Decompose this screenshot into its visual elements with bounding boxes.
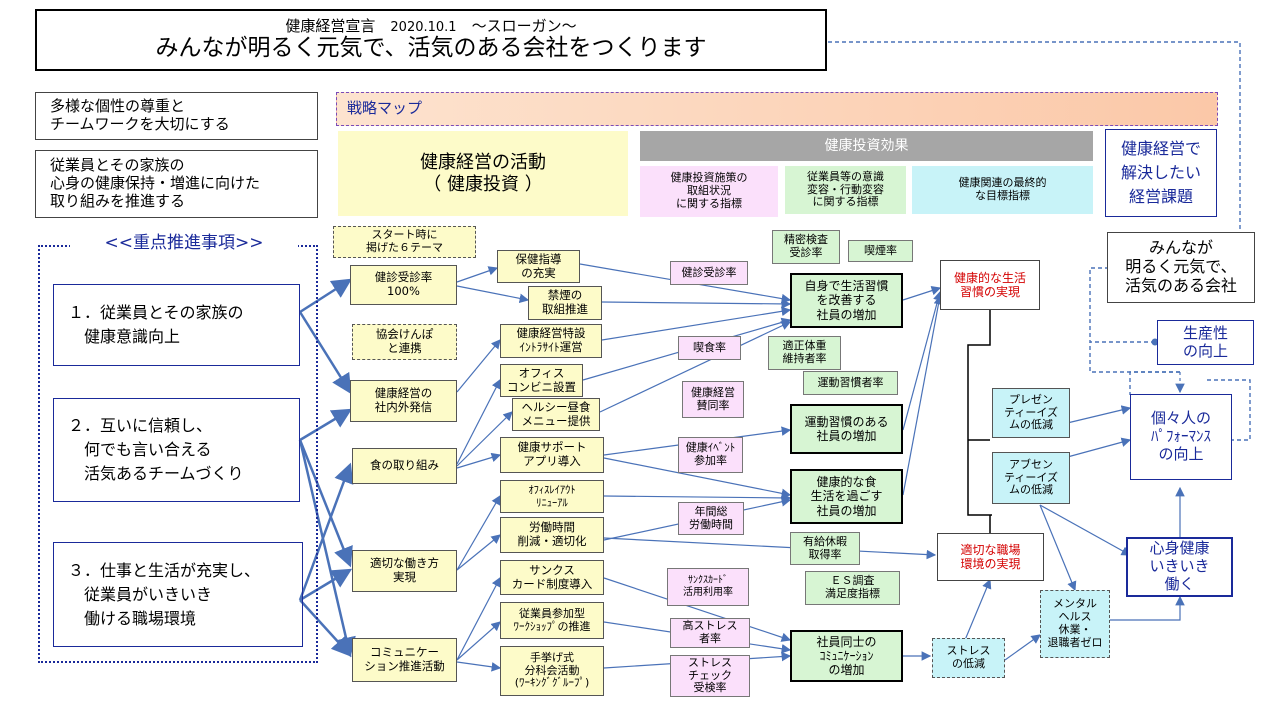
outcome-stress-reduction: ストレス の低減 bbox=[932, 638, 1005, 678]
section-issues: 健康経営で 解決したい 経営課題 bbox=[1105, 129, 1217, 217]
slogan-label: ～スローガン～ bbox=[471, 16, 577, 35]
section-effect: 健康投資効果 bbox=[640, 131, 1093, 161]
behavior-healthy-diet: 健康的な食 生活を過ごす 社員の増加 bbox=[790, 469, 903, 524]
outcome-mental-health: メンタル ヘルス 休業・ 退職者ゼロ bbox=[1040, 590, 1110, 658]
value-box-2: 従業員とその家族の 心身の健康保持・増進に向けた 取り組みを推進する bbox=[35, 150, 318, 218]
indicator-es-survey: ＥＳ調査 満足度指標 bbox=[805, 571, 900, 605]
theme-communication: コミュニケー ション推進活動 bbox=[352, 638, 457, 682]
measure-workshop: 従業員参加型 ﾜｰｸｼｮｯﾌﾟの推進 bbox=[500, 602, 604, 639]
indicator-exercise-habit: 運動習慣者率 bbox=[803, 371, 898, 395]
theme-kyokai-kenpo: 協会けんぽ と連携 bbox=[352, 324, 457, 360]
measure-working-hours: 労働時間 削減・適切化 bbox=[500, 517, 604, 553]
indicator-annual-hours: 年間総 労働時間 bbox=[678, 502, 744, 535]
effect-col-2: 従業員等の意識 変容・行動変容 に関する指標 bbox=[785, 166, 906, 214]
measure-no-smoking: 禁煙の 取組推進 bbox=[528, 286, 602, 320]
outcome-workplace: 適切な職場 環境の実現 bbox=[937, 533, 1044, 581]
goal-productivity: 生産性 の向上 bbox=[1157, 320, 1254, 365]
measure-health-app: 健康サポート アプリ導入 bbox=[500, 437, 604, 473]
effect-col-1: 健康投資施策の 取組状況 に関する指標 bbox=[640, 166, 778, 217]
indicator-paid-leave: 有給休暇 取得率 bbox=[790, 532, 860, 565]
indicator-proper-weight: 適正体重 維持者率 bbox=[768, 336, 841, 370]
value-box-1: 多様な個性の尊重と チームワークを大切にする bbox=[35, 92, 318, 140]
indicator-event-participation: 健康ｲﾍﾞﾝﾄ 参加率 bbox=[678, 437, 743, 473]
strategy-map-label: 戦略マップ bbox=[347, 99, 423, 118]
section-activity: 健康経営の活動 （ 健康投資 ） bbox=[338, 131, 628, 216]
theme-work-style: 適切な働き方 実現 bbox=[352, 550, 457, 592]
indicator-smoking-rate: 喫煙率 bbox=[848, 240, 913, 262]
behavior-lifestyle-improvement: 自身で生活習慣 を改善する 社員の増加 bbox=[790, 273, 903, 328]
outcome-bracket bbox=[967, 310, 992, 535]
indicator-checkup-rate: 健診受診率 bbox=[670, 261, 748, 285]
indicator-detail-exam: 精密検査 受診率 bbox=[772, 230, 840, 264]
theme-checkup-rate: 健診受診率 100% bbox=[350, 265, 457, 305]
priority-title: <<重点推進事項>> bbox=[70, 231, 298, 255]
measure-healthy-lunch: ヘルシー昼食 メニュー提供 bbox=[512, 398, 600, 431]
priority-item-3: ３．仕事と生活が充実し、 従業員がいきいき 働ける職場環境 bbox=[53, 542, 303, 647]
indicator-high-stress: 高ストレス 者率 bbox=[670, 618, 750, 648]
declaration-title: 健康経営宣言 bbox=[285, 16, 376, 35]
indicator-approval-rate: 健康経営 賛同率 bbox=[682, 381, 744, 418]
feedback-dashed-lines bbox=[828, 41, 1251, 441]
measure-subcommittee: 手挙げ式 分科会活動 (ﾜｰｷﾝｸﾞｸﾞﾙｰﾌﾟ) bbox=[500, 646, 604, 696]
theme-communication-outside: 健康経営の 社内外発信 bbox=[350, 380, 457, 422]
indicator-thanks-card-usage: ｻﾝｸｽｶｰﾄﾞ 活用利用率 bbox=[667, 568, 749, 606]
start-themes-label: スタート時に 掲げた６テーマ bbox=[333, 226, 476, 258]
goal-lively-company: みんなが 明るく元気で、 活気のある会社 bbox=[1107, 232, 1255, 303]
behavior-exercise-habit: 運動習慣のある 社員の増加 bbox=[790, 404, 903, 454]
theme-food: 食の取り組み bbox=[352, 448, 457, 484]
goal-wellbeing: 心身健康 いきいき 働く bbox=[1126, 537, 1233, 597]
measure-thanks-card: サンクス カード制度導入 bbox=[500, 560, 604, 595]
priority-item-2: ２．互いに信頼し、 何でも言い合える 活気あるチームづくり bbox=[53, 398, 300, 502]
indicator-stress-check: ストレス チェック 受検率 bbox=[670, 655, 750, 697]
measure-intranet: 健康経営特設 ｲﾝﾄﾗｻｲﾄ運営 bbox=[500, 324, 602, 358]
behavior-communication: 社員同士の ｺﾐｭﾆｹｰｼｮﾝ の増加 bbox=[790, 630, 903, 682]
effect-col-3: 健康関連の最終的 な目標指標 bbox=[912, 166, 1093, 214]
goal-performance: 個々人の ﾊﾟﾌｫｰﾏﾝｽ の向上 bbox=[1130, 394, 1232, 480]
measure-health-guidance: 保健指導 の充実 bbox=[497, 250, 580, 283]
priority-item-1: １．従業員とその家族の 健康意識向上 bbox=[53, 284, 300, 366]
declaration-date: 2020.10.1 bbox=[390, 19, 457, 35]
outcome-presenteeism: プレゼン ティーイズ ムの低減 bbox=[992, 388, 1070, 438]
slogan-header: 健康経営宣言 2020.10.1 ～スローガン～ みんなが明るく元気で、活気のあ… bbox=[35, 9, 827, 71]
measure-office-renewal: ｵﾌｨｽﾚｲｱｳﾄ ﾘﾆｭｰｱﾙ bbox=[500, 480, 604, 513]
outcome-absenteeism: アブセン ティーイズ ムの低減 bbox=[992, 452, 1070, 504]
measure-office-convenience: オフィス コンビニ設置 bbox=[500, 364, 583, 397]
slogan-text: みんなが明るく元気で、活気のある会社をつくります bbox=[155, 35, 707, 62]
strategy-map-banner: 戦略マップ bbox=[336, 92, 1218, 126]
outcome-healthy-lifestyle: 健康的な生活 習慣の実現 bbox=[940, 260, 1040, 310]
indicator-meal-rate: 喫食率 bbox=[678, 336, 741, 360]
